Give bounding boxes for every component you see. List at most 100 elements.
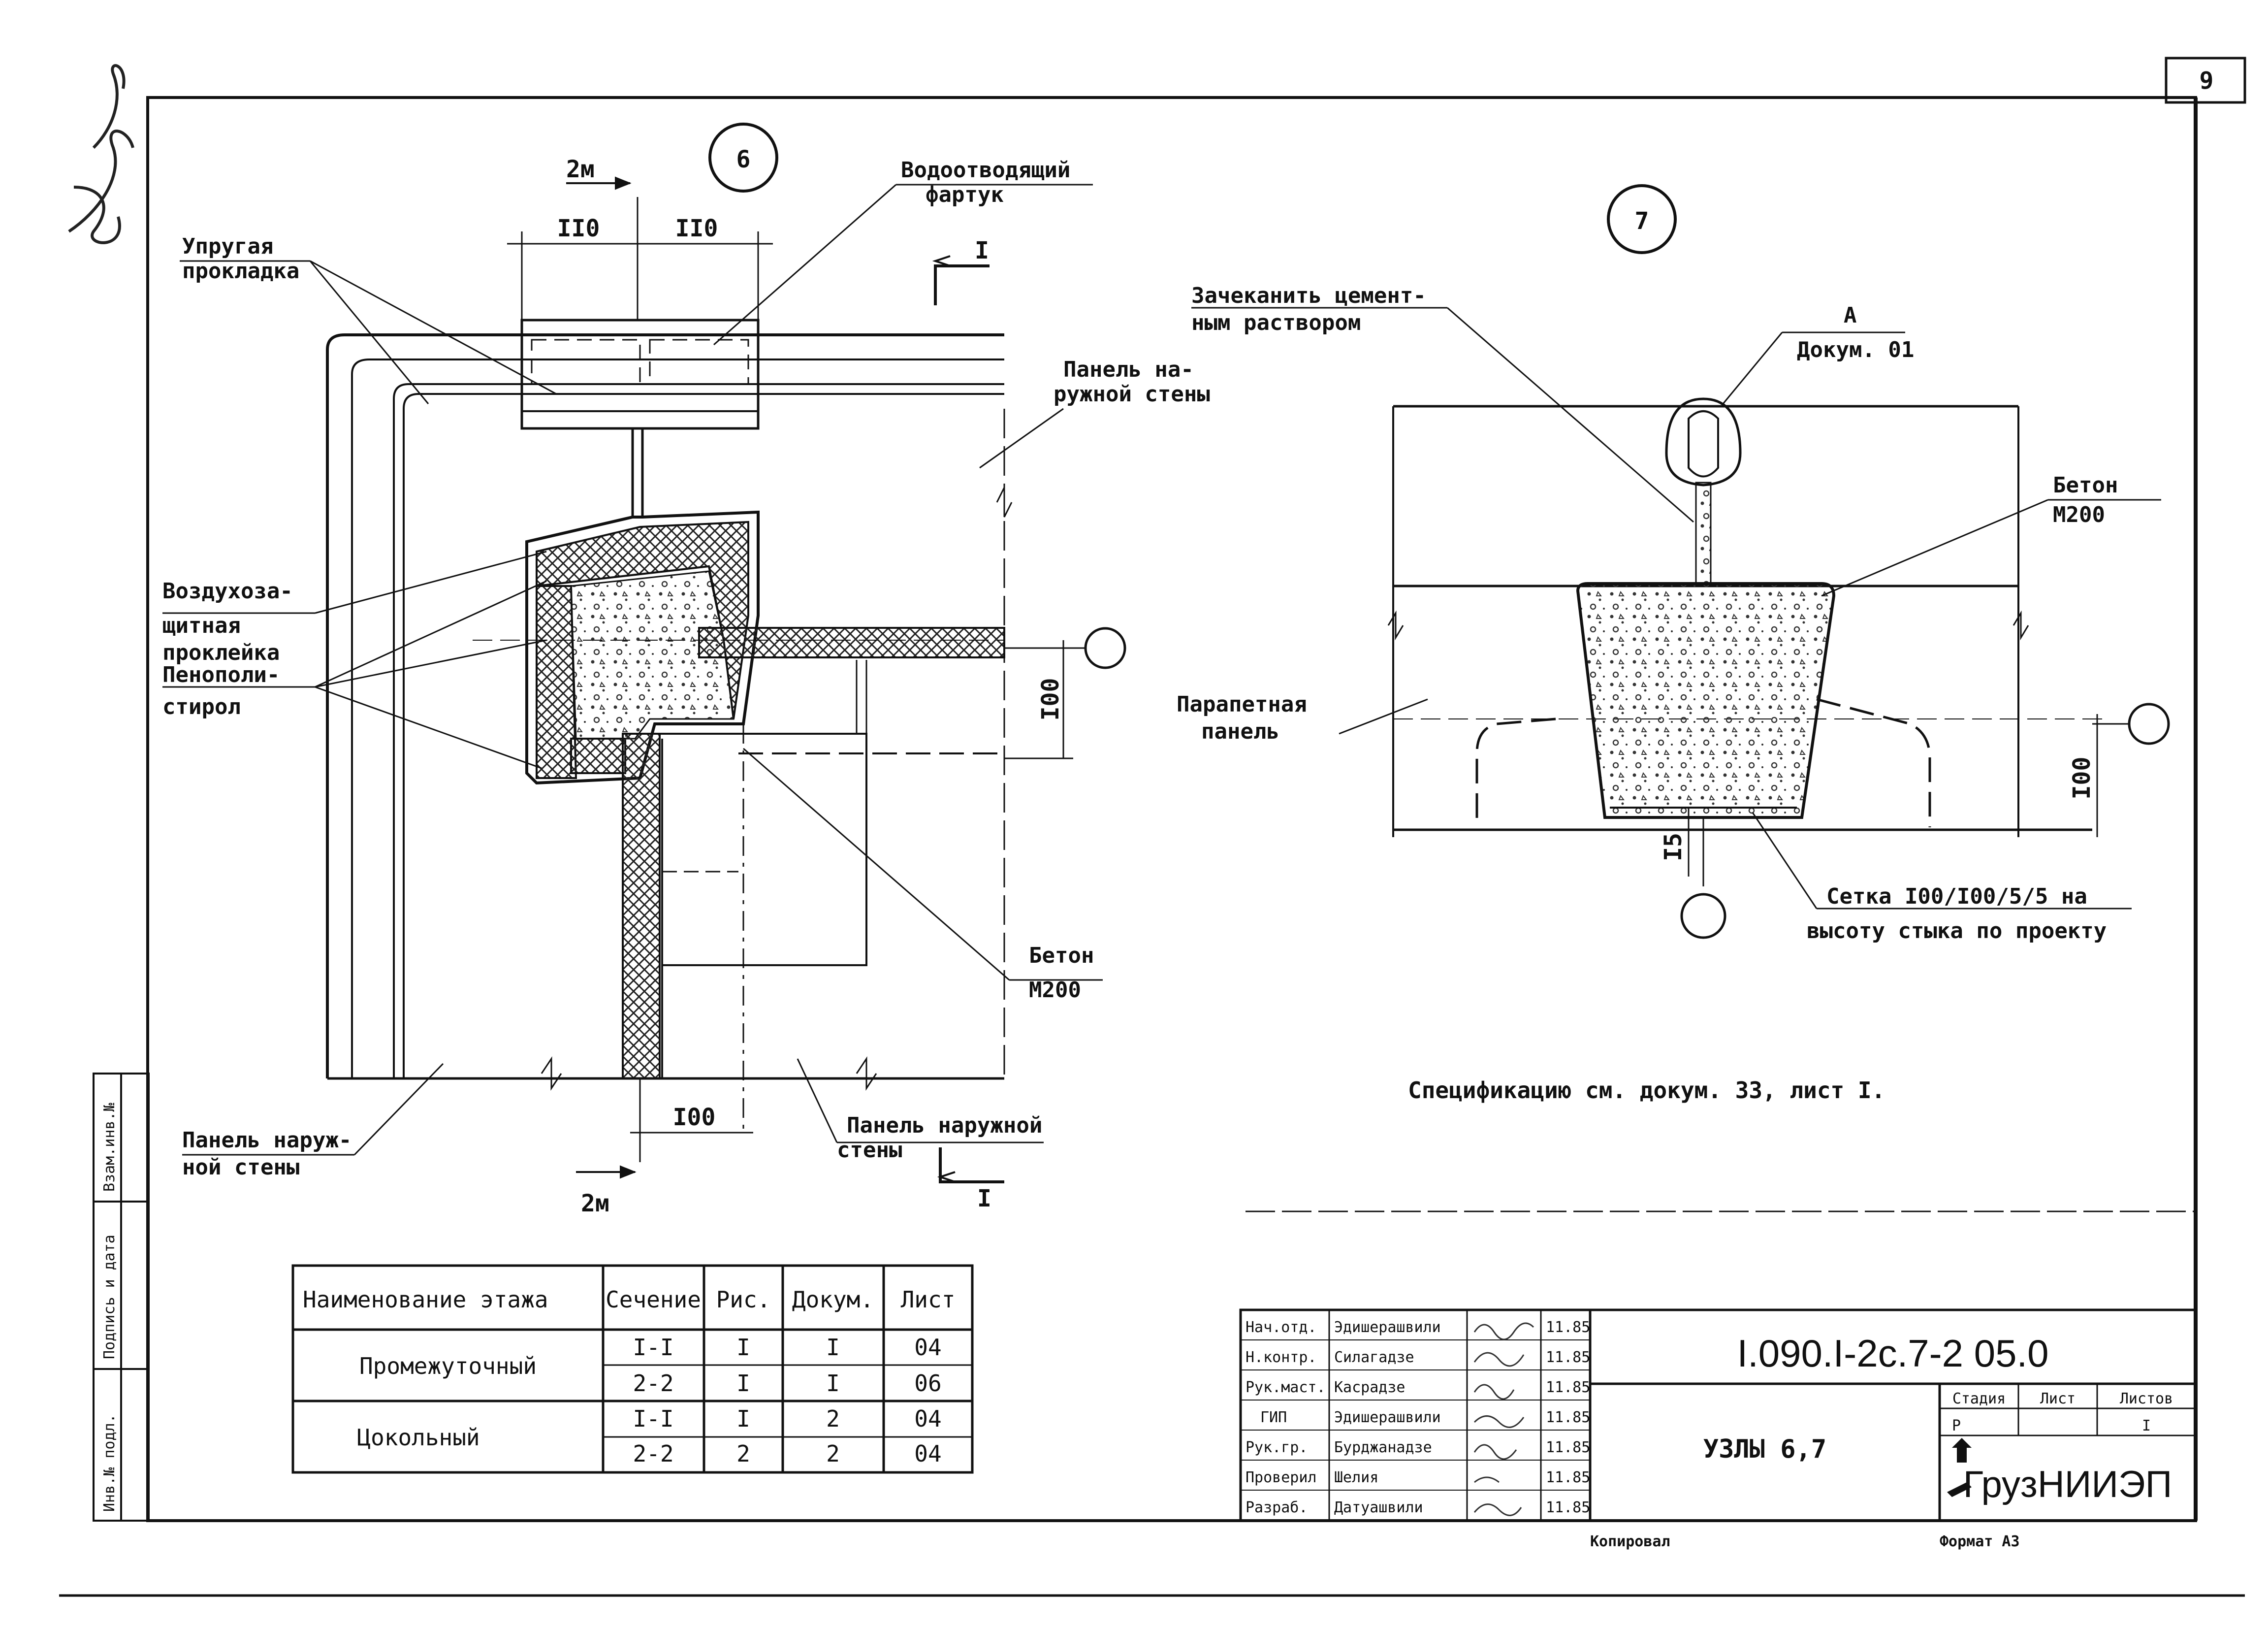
tb-signatures <box>1473 1322 1534 1516</box>
table-header-floor: Наименование этажа <box>303 1286 548 1313</box>
label-polystyrene-1: Пенополи- <box>162 662 280 687</box>
table-cell: I <box>826 1370 840 1397</box>
label-concrete-node7-1: Бетон <box>2053 473 2118 498</box>
table-group-intermediate: Промежуточный <box>359 1353 537 1379</box>
node6-dim-left: II0 <box>557 215 600 242</box>
handwritten-signature <box>68 64 134 244</box>
node-6-number: 6 <box>736 146 751 173</box>
label-outer-wall-top-1: Панель на- <box>1063 357 1194 382</box>
tb-org: ГрузНИИЭП <box>1963 1464 2172 1505</box>
label-caulk-2: ным раствором <box>1191 310 1361 335</box>
table-group-basement: Цокольный <box>357 1424 479 1451</box>
node7-dim-small: I5 <box>1660 833 1687 861</box>
tb-role: ГИП <box>1260 1409 1287 1426</box>
side-stamp-inv: Инв.№ подл. <box>101 1414 118 1512</box>
tb-name: Датуашвили <box>1334 1499 1423 1516</box>
tb-name: Эдишерашвили <box>1334 1409 1441 1426</box>
side-stamp-replace: Взам.инв.№ <box>101 1103 118 1192</box>
node6-dim-right: II0 <box>675 215 718 242</box>
label-air-protective-3: проклейка <box>162 640 280 665</box>
node-7-leaders <box>1191 307 2161 910</box>
node-6-drawing <box>326 123 1126 1183</box>
table-cell: 2 <box>826 1440 840 1467</box>
table-cell: I-I <box>633 1334 673 1361</box>
tb-role: Рук.гр. <box>1246 1439 1308 1456</box>
org-logo-icon <box>1947 1438 1972 1497</box>
table-cell: 04 <box>914 1440 941 1467</box>
tb-role: Проверил <box>1246 1469 1317 1486</box>
node6-section-top: I <box>975 237 989 264</box>
table-header-section: Сечение <box>606 1286 701 1313</box>
side-stamp <box>93 1073 150 1522</box>
tb-role: Разраб. <box>1246 1499 1308 1516</box>
tb-role: Нач.отд. <box>1246 1319 1317 1336</box>
drain-apron <box>520 319 760 430</box>
tb-name: Касрадзе <box>1334 1379 1406 1396</box>
table-header-sheet: Лист <box>901 1286 956 1313</box>
label-concrete-node6-1: Бетон <box>1029 943 1094 968</box>
tb-name: Силагадзе <box>1334 1349 1414 1366</box>
label-elastic-gasket-2: прокладка <box>182 259 299 284</box>
label-outer-wall-top-2: ружной стены <box>1054 382 1210 407</box>
tb-date: 11.85 <box>1546 1319 1590 1336</box>
tb-date: 11.85 <box>1546 1469 1590 1486</box>
tb-date: 11.85 <box>1546 1379 1590 1396</box>
table-cell: I <box>736 1334 750 1361</box>
label-polystyrene-2: стирол <box>162 694 241 719</box>
node6-axis-top: 2м <box>566 156 595 183</box>
label-drain-apron-2: фартук <box>926 182 1004 207</box>
axis-circle-node7-bottom <box>1680 893 1726 939</box>
node6-section-bottom: I <box>977 1185 991 1212</box>
node-7-drawing <box>1387 184 2170 939</box>
label-drain-apron-1: Водоотводящий <box>901 158 1070 183</box>
label-ref-1: А <box>1844 303 1857 328</box>
table-cell: I <box>736 1370 750 1397</box>
node7-dim-vertical: I00 <box>2068 757 2096 800</box>
label-parapet-2: панель <box>1201 719 1279 744</box>
sealant-cap <box>1665 397 1742 487</box>
side-stamp-sign: Подпись и дата <box>101 1235 118 1359</box>
table-cell: 2-2 <box>633 1370 673 1397</box>
table-header-fig: Рис. <box>716 1286 771 1313</box>
table-cell: I <box>826 1334 840 1361</box>
tb-name: Шелия <box>1334 1469 1378 1486</box>
node-6-circle <box>708 123 778 193</box>
floor-table <box>291 1264 974 1474</box>
label-outer-wall-bottom-1: Панель наружной <box>847 1113 1042 1138</box>
tb-doc-code: I.090.I-2с.7-2 05.0 <box>1737 1332 2048 1375</box>
concrete-fill <box>570 570 735 740</box>
joint-concrete-fill <box>1576 582 1836 819</box>
tb-stage-value: Р <box>1952 1417 1961 1434</box>
tb-sheet-header: Лист <box>2040 1390 2076 1407</box>
node6-axis-bottom: 2м <box>581 1190 609 1217</box>
table-header-doc: Докум. <box>792 1286 874 1313</box>
tb-date: 11.85 <box>1546 1439 1590 1456</box>
node-6-leaders <box>162 184 1103 1156</box>
tb-date: 11.85 <box>1546 1499 1590 1516</box>
label-outer-wall-left-2: ной стены <box>182 1155 299 1180</box>
spec-note: Спецификацию см. докум. 33, лист I. <box>1408 1077 1885 1104</box>
label-ref-2: Докум. 01 <box>1797 337 1914 362</box>
label-parapet-1: Парапетная <box>1177 692 1307 717</box>
label-mesh-1: Сетка I00/I00/5/5 на <box>1826 884 2087 909</box>
table-cell: 06 <box>914 1370 941 1397</box>
axis-circle-node6 <box>1084 627 1126 669</box>
table-cell: I <box>736 1405 750 1432</box>
label-caulk-1: Зачеканить цемент- <box>1191 283 1426 308</box>
table-cell: 2-2 <box>633 1440 673 1467</box>
tb-sheets-value: I <box>2142 1417 2151 1434</box>
label-air-protective-1: Воздухоза- <box>162 579 293 604</box>
table-cell: 04 <box>914 1334 941 1361</box>
label-outer-wall-bottom-2: стены <box>837 1138 902 1163</box>
tb-date: 11.85 <box>1546 1409 1590 1426</box>
tb-title: УЗЛЫ 6,7 <box>1703 1434 1826 1464</box>
tb-name: Эдишерашвили <box>1334 1319 1441 1336</box>
node-7-circle <box>1607 184 1677 254</box>
tb-role: Рук.маст. <box>1246 1379 1326 1396</box>
axis-circle-node7-right <box>2128 703 2170 745</box>
title-block <box>1239 1308 2197 1522</box>
node6-dim-vertical: I00 <box>1037 678 1064 721</box>
table-cell: 2 <box>736 1440 750 1467</box>
label-outer-wall-left-1: Панель наруж- <box>182 1128 351 1153</box>
label-elastic-gasket-1: Упругая <box>182 234 273 259</box>
